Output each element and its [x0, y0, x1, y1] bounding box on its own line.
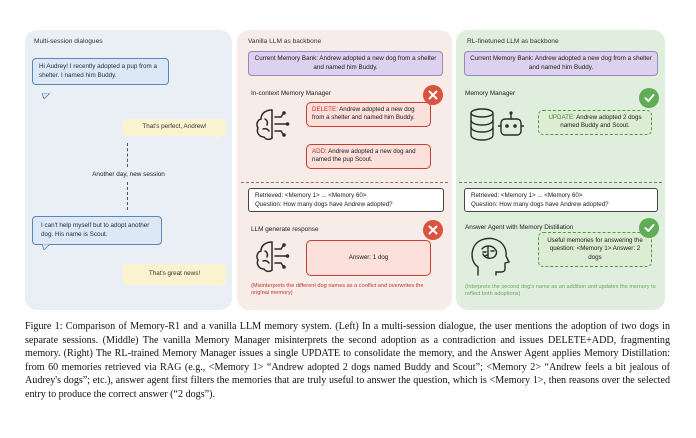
- person-brain-icon: [471, 237, 511, 276]
- cross-icon: [423, 85, 443, 105]
- response-label: LLM generate response: [251, 226, 319, 233]
- section-separator: [241, 182, 448, 183]
- user-message-2: I can't help myself but to adopt another…: [32, 216, 162, 246]
- update-operation: UPDATE: Andrew adopted 2 dogs named Budd…: [538, 110, 652, 135]
- update-text: Andrew adopted 2 dogs named Buddy and Sc…: [560, 114, 642, 130]
- memory-manager-label: In-context Memory Manager: [251, 90, 331, 97]
- bubble-tail-icon: [42, 93, 50, 99]
- panel-title: RL-finetuned LLM as backbone: [467, 38, 559, 45]
- section-separator: [459, 182, 662, 183]
- check-icon: [639, 88, 659, 108]
- delete-text: Andrew adopted a new dog from a shelter …: [312, 106, 415, 122]
- session-dash-bottom: [127, 182, 128, 210]
- assistant-reply-2: That's great news!: [123, 264, 226, 285]
- retrieval-query-box: Retrieved: <Memory 1> ... <Memory 60> Qu…: [248, 188, 444, 212]
- retrieval-query-box: Retrieved: <Memory 1> ... <Memory 60> Qu…: [464, 188, 658, 212]
- panel-title: Multi-session dialogues: [34, 38, 103, 45]
- retrieved-memories: Retrieved: <Memory 1> ... <Memory 60>: [471, 192, 583, 199]
- update-keyword: UPDATE:: [548, 114, 575, 121]
- retrieved-memories: Retrieved: <Memory 1> ... <Memory 60>: [255, 192, 367, 199]
- session-dash-top: [127, 143, 128, 167]
- session-divider-label: Another day, new session: [92, 171, 165, 178]
- delete-keyword: DELETE:: [312, 106, 338, 113]
- database-robot-icon: [470, 108, 524, 141]
- bubble-tail-icon: [42, 244, 50, 250]
- panel-title: Vanilla LLM as backbone: [248, 38, 322, 45]
- add-keyword: ADD:: [312, 148, 327, 155]
- question-text: Question: How many dogs have Andrew adop…: [255, 201, 393, 208]
- check-icon: [639, 218, 659, 238]
- delete-operation: DELETE: Andrew adopted a new dog from a …: [306, 102, 431, 127]
- answer-agent-label: Answer Agent with Memory Distillation: [465, 224, 574, 231]
- rl-finetuned-panel: RL-finetuned LLM as backbone Current Mem…: [456, 30, 665, 310]
- brain-icon: [256, 241, 290, 273]
- multi-session-panel: Multi-session dialogues Hi Audrey! I rec…: [25, 30, 232, 310]
- bubble-tail-icon: [211, 134, 219, 140]
- user-message-1: Hi Audrey! I recently adopted a pup from…: [32, 58, 169, 86]
- current-memory-bank: Current Memory Bank: Andrew adopted a ne…: [248, 51, 443, 77]
- add-text: Andrew adopted a new dog and named the p…: [312, 148, 416, 164]
- brain-icon: [256, 109, 290, 141]
- success-explanation: (Interprets the second dog's name as an …: [465, 284, 656, 298]
- memory-manager-label: Memory Manager: [465, 90, 516, 97]
- figure-caption: Figure 1: Comparison of Memory-R1 and a …: [25, 321, 670, 400]
- cross-icon: [423, 220, 443, 240]
- vanilla-llm-panel: Vanilla LLM as backbone Current Memory B…: [237, 30, 452, 310]
- current-memory-bank: Current Memory Bank: Andrew adopted a ne…: [464, 51, 658, 77]
- question-text: Question: How many dogs have Andrew adop…: [471, 201, 609, 208]
- assistant-reply-1: That's perfect, Andrew!: [123, 119, 226, 136]
- llm-answer: Answer: 1 dog: [306, 240, 431, 276]
- distilled-memories: Useful memories for answering the questi…: [538, 232, 652, 268]
- bubble-tail-icon: [211, 282, 219, 288]
- add-operation: ADD: Andrew adopted a new dog and named …: [306, 144, 431, 169]
- error-explanation: (Misinterprets the different dog names a…: [251, 283, 424, 297]
